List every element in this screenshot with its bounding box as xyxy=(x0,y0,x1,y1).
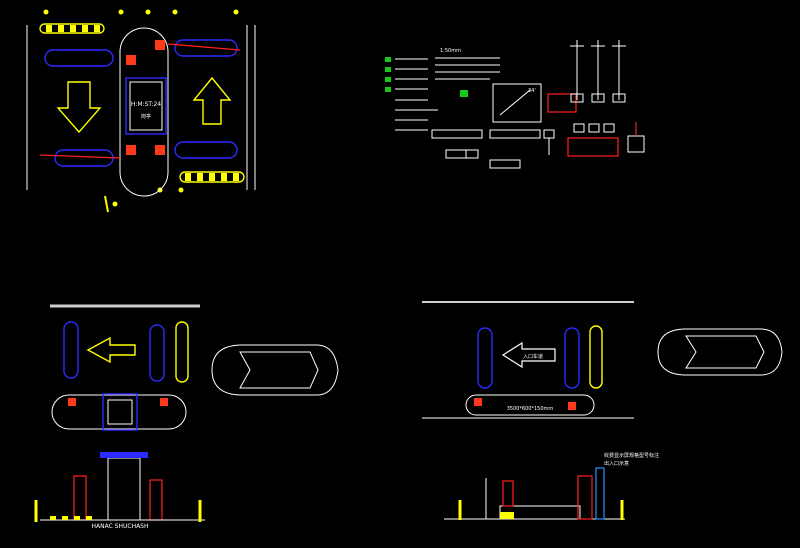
equip-box xyxy=(155,40,165,50)
direction-arrow-down xyxy=(56,81,102,134)
direction-arrow-left xyxy=(86,336,136,364)
title-line2: 出入口示意 xyxy=(604,460,629,467)
sentry-label: 岗亭 xyxy=(141,113,151,120)
sentry-booth-inner xyxy=(129,81,163,131)
plan-bottom-right: 入口车道 3500*600*150mm 收费显示屏规格型号标注 出入口示意 xyxy=(422,301,783,520)
barrier-gate-bottom xyxy=(179,171,245,183)
lane-loop xyxy=(44,49,114,67)
plan-top-left: H:M:ST:24 岗亭 xyxy=(26,9,256,213)
sign-icon xyxy=(460,90,468,97)
car-right xyxy=(657,328,783,376)
cabinet xyxy=(502,480,514,507)
lane-loop xyxy=(564,327,580,389)
island xyxy=(51,394,187,430)
screen-label: 34' xyxy=(528,88,536,94)
legend-text-lines xyxy=(395,57,500,131)
title-line1: 收费显示屏规格型号标注 xyxy=(604,452,659,459)
lane-loop xyxy=(149,324,165,382)
lane-loop xyxy=(174,39,238,57)
legend-details: 1:50mm 34' xyxy=(385,40,645,169)
barrier-vertical xyxy=(589,325,603,389)
direction-arrow-up xyxy=(192,76,232,125)
barrier-arm xyxy=(39,154,121,159)
center-island xyxy=(119,27,169,197)
equip-box xyxy=(160,398,168,406)
cabinet xyxy=(577,475,593,520)
red-vehicle xyxy=(547,93,577,113)
booth-elevation xyxy=(107,457,141,521)
lane-loop xyxy=(174,141,238,159)
equip-box xyxy=(68,398,76,406)
arrow-text: 入口车道 xyxy=(523,353,543,360)
barrier-vertical xyxy=(175,321,189,383)
barrier-stripes-bottom xyxy=(185,173,239,181)
booth-roof xyxy=(100,452,148,458)
car-left xyxy=(211,344,339,396)
equip-box xyxy=(126,55,136,65)
cabinet xyxy=(73,475,87,521)
barrier-gate-top xyxy=(39,23,105,34)
base-stripe xyxy=(500,512,514,519)
scale-text: 1:50mm xyxy=(440,48,461,54)
cabinet xyxy=(149,479,163,521)
poles xyxy=(570,40,626,103)
ground-stripes xyxy=(50,516,92,520)
lane-loop xyxy=(477,327,493,389)
legend-icons xyxy=(385,57,391,92)
barrier-arm xyxy=(167,43,241,51)
lane-loop xyxy=(63,321,79,379)
sentry-booth xyxy=(125,77,167,135)
dim-text: 3500*600*150mm xyxy=(507,406,554,412)
bollard xyxy=(104,195,109,213)
plan-bottom-left: HANAC SHUCHASH xyxy=(34,304,339,530)
booth xyxy=(102,393,138,431)
equip-box xyxy=(126,145,136,155)
screen-outline xyxy=(492,83,542,123)
equip-box xyxy=(568,402,576,410)
booth-text: H:M:ST:24 xyxy=(131,101,161,108)
kiosk-row xyxy=(567,122,645,157)
equipment-units xyxy=(431,129,555,169)
booth-inner xyxy=(107,399,133,425)
equip-box xyxy=(155,145,165,155)
banner-text: HANAC SHUCHASH xyxy=(91,523,148,530)
display-pole xyxy=(595,467,605,520)
screen-diagonal xyxy=(499,89,531,116)
direction-arrow-left xyxy=(501,341,556,369)
equip-box xyxy=(474,398,482,406)
barrier-stripes-top xyxy=(46,25,100,32)
island xyxy=(465,394,595,416)
